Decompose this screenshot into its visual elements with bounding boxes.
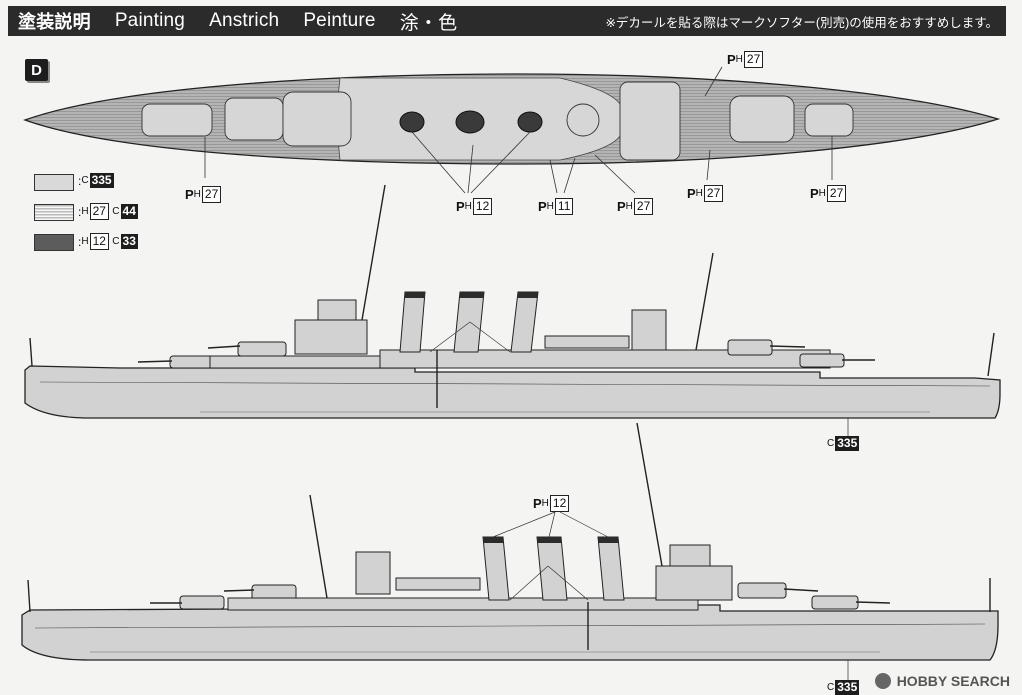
- title-french: Peinture: [303, 10, 376, 31]
- starboard-funnel-2: [453, 291, 485, 353]
- side-view-port: [21, 422, 999, 682]
- watermark-text: HOBBY SEARCH: [896, 673, 1010, 689]
- starboard-funnel-1: [399, 291, 426, 353]
- port-bridge-top: [669, 544, 711, 567]
- top-turret-y: [804, 103, 854, 137]
- port-bridge: [655, 565, 733, 601]
- starboard-hull: [24, 365, 1001, 419]
- swatch-stripe: [34, 204, 74, 221]
- port-hull: [21, 604, 999, 661]
- port-midship: [227, 597, 699, 611]
- top-turret-x: [729, 95, 795, 143]
- port-funnel-1: [482, 536, 510, 601]
- starboard-turret-x: [727, 339, 773, 356]
- top-turret-b: [224, 97, 284, 141]
- starboard-superstructure-fwd: [209, 355, 391, 369]
- top-aft-house: [619, 81, 681, 161]
- top-bridge: [282, 91, 352, 147]
- starboard-turret-y: [799, 353, 845, 368]
- color-code: 33: [120, 234, 138, 249]
- color-code: 335: [89, 173, 114, 188]
- top-funnel-1: [399, 111, 425, 133]
- port-funnel-2: [536, 536, 568, 601]
- starboard-catapult: [544, 335, 630, 349]
- port-turret-b: [737, 582, 787, 599]
- legend-prefix: H: [81, 206, 89, 217]
- top-platform: [566, 103, 600, 137]
- legend-prefix: C: [112, 206, 120, 217]
- swatch-dark: [34, 234, 74, 251]
- hobby-search-logo-icon: [874, 673, 891, 689]
- port-turret-a: [811, 595, 859, 610]
- color-code: 12: [89, 233, 109, 250]
- color-code: 27: [89, 203, 109, 220]
- top-funnel-2: [455, 110, 485, 134]
- title-japanese: 塗装説明: [18, 12, 91, 32]
- header-bar: 塗装説明 Painting Anstrich Peinture 涂・色 ※デカー…: [8, 6, 1006, 36]
- decal-softener-note: ※デカールを貼る際はマークソフター(別売)の使用をおすすめします。: [605, 15, 998, 30]
- swatch-light: [34, 174, 74, 191]
- port-aft-tower: [355, 551, 391, 595]
- legend-prefix: H: [81, 236, 89, 247]
- starboard-bridge-top: [317, 299, 357, 321]
- top-view: [23, 66, 1001, 194]
- starboard-funnel-3: [510, 291, 539, 353]
- color-code: 44: [120, 204, 138, 219]
- starboard-turret-a: [169, 355, 215, 369]
- port-funnel-3: [597, 536, 625, 601]
- title-english: Painting: [114, 10, 186, 31]
- starboard-aft-tower: [631, 309, 667, 351]
- step-badge: D: [25, 59, 48, 81]
- legend-prefix: C: [81, 175, 89, 186]
- title-chinese: 涂・色: [399, 12, 458, 34]
- starboard-turret-b: [237, 341, 287, 357]
- watermark: HOBBY SEARCH: [874, 673, 1010, 689]
- port-turret-y: [179, 595, 225, 610]
- legend-prefix: C: [112, 236, 120, 247]
- port-catapult: [395, 577, 481, 591]
- top-turret-a: [141, 103, 213, 137]
- title-german: Anstrich: [209, 10, 280, 31]
- starboard-bridge: [294, 319, 368, 355]
- side-view-starboard: [24, 184, 1001, 436]
- top-funnel-3: [517, 111, 543, 133]
